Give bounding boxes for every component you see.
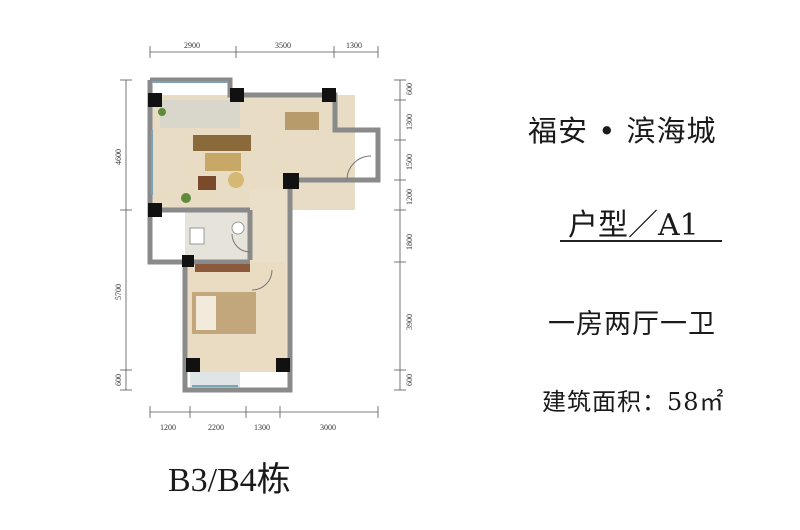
dim-top-2: 3500 <box>275 41 291 50</box>
bathroom-door <box>231 233 251 253</box>
building-label: B3/B4栋 <box>168 462 291 499</box>
dim-bottom-3: 1300 <box>254 423 270 432</box>
dim-right-4: 1200 <box>405 189 414 205</box>
dim-right-2: 1300 <box>405 114 414 130</box>
plant-icon <box>158 108 166 116</box>
entrance-door <box>346 155 372 181</box>
room-layout: 一房两厅一卫 <box>548 309 716 340</box>
unit-type-underline <box>560 240 722 242</box>
dim-right-3: 1500 <box>405 154 414 170</box>
dim-right-6: 3900 <box>405 314 414 330</box>
dim-left-2: 5700 <box>114 284 123 300</box>
bedroom-door <box>251 269 273 291</box>
toilet-icon <box>231 221 245 235</box>
pillows-icon <box>196 296 216 330</box>
armchair-icon <box>228 172 244 188</box>
wall-columns <box>148 88 336 372</box>
plant-icon <box>181 193 191 203</box>
dim-bottom-2: 2200 <box>208 423 224 432</box>
dim-bottom-4: 3000 <box>320 423 336 432</box>
doors <box>231 155 372 291</box>
dimension-labels: 2900 3500 1300 1200 2200 1300 3000 4600 … <box>114 41 414 432</box>
balcony-floor <box>190 372 240 388</box>
dimension-lines <box>120 46 406 418</box>
dim-top-1: 2900 <box>184 41 200 50</box>
floor-area: 建筑面积：58㎡ <box>542 388 725 416</box>
wardrobe-icon <box>195 264 250 272</box>
dim-top-3: 1300 <box>346 41 362 50</box>
project-title: 福安 • 滨海城 <box>528 114 717 148</box>
sofa-icon <box>193 135 251 151</box>
kitchen-floor <box>160 100 240 128</box>
dim-left-1: 4600 <box>114 149 123 165</box>
dim-right-5: 1800 <box>405 234 414 250</box>
unit-type: 户型／A1 <box>568 208 699 243</box>
washbasin-icon <box>189 227 205 245</box>
side-chair-icon <box>198 176 216 190</box>
dim-right-1: 600 <box>405 83 414 95</box>
room-floors <box>150 95 355 388</box>
dining-table-icon <box>285 112 319 130</box>
windows <box>151 81 238 387</box>
coffee-table-icon <box>205 153 241 171</box>
dim-right-7: 600 <box>405 374 414 386</box>
dim-bottom-1: 1200 <box>160 423 176 432</box>
furniture <box>158 108 319 334</box>
dim-left-3: 600 <box>114 374 123 386</box>
